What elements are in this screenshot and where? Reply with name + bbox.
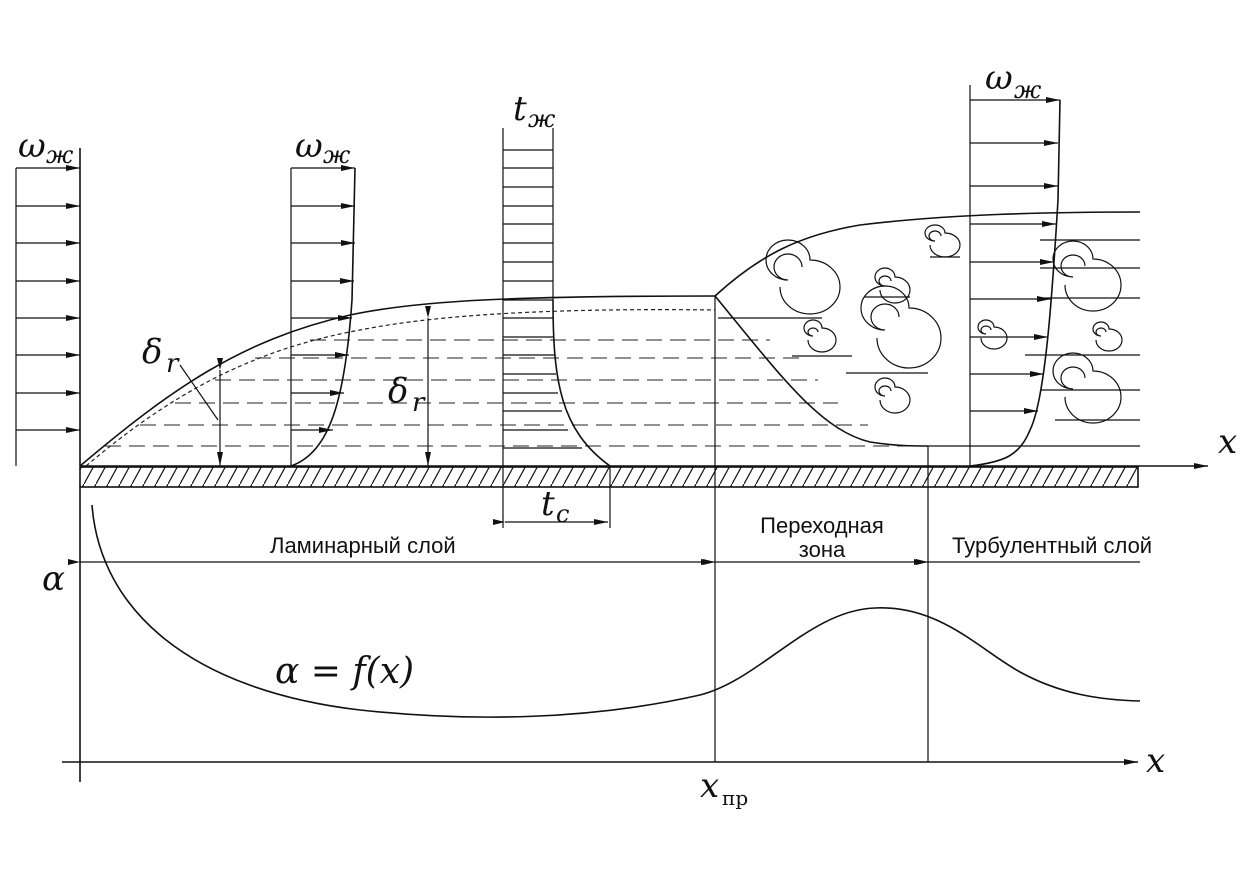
- transition-region-edges: [714, 211, 1141, 447]
- omega-label-2: ω ж: [295, 126, 351, 169]
- t-liquid-label: t ж: [513, 89, 556, 133]
- svg-text:δ: δ: [388, 371, 408, 411]
- eddy-symbols: [765, 224, 1123, 424]
- svg-text:ж: ж: [323, 141, 351, 169]
- lower-axes: [62, 487, 1138, 782]
- svg-text:ω: ω: [295, 126, 323, 166]
- t-wall-label: t с: [541, 484, 569, 528]
- laminar-velocity-profile: [290, 165, 356, 467]
- svg-text:t: t: [541, 484, 555, 524]
- transition-zone-label-1: Переходная: [760, 513, 884, 538]
- svg-text:ω: ω: [18, 126, 46, 166]
- omega-label-3: ω ж: [985, 58, 1042, 104]
- temperature-profile: [493, 128, 611, 528]
- inlet-velocity-profile: [15, 148, 81, 466]
- svg-text:ω: ω: [985, 58, 1013, 98]
- svg-text:r: r: [412, 388, 426, 418]
- svg-text:δ: δ: [142, 332, 162, 372]
- svg-text:с: с: [556, 500, 569, 528]
- laminar-streamlines: [105, 339, 940, 447]
- turbulent-streamlines: [718, 239, 1140, 447]
- alpha-equation: α = f(x): [275, 651, 414, 692]
- laminar-layer-label: Ламинарный слой: [270, 533, 456, 558]
- thermal-layer-edge: [85, 309, 716, 467]
- svg-text:ж: ж: [528, 105, 556, 133]
- turbulent-velocity-profile: [969, 85, 1061, 467]
- wall-plate: [79, 466, 1139, 488]
- x-pr-label: x пр: [700, 766, 748, 810]
- svg-text:x: x: [700, 766, 719, 806]
- alpha-curve: [91, 504, 1141, 718]
- svg-text:r: r: [166, 349, 180, 379]
- delta-label-1: δ r: [142, 332, 180, 379]
- turbulent-layer-label: Турбулентный слой: [952, 533, 1152, 558]
- alpha-axis-label: α: [42, 559, 65, 599]
- delta-marker-1: [179, 358, 223, 466]
- lower-x-label: x: [1146, 741, 1165, 781]
- region-dividers: [714, 296, 929, 762]
- upper-x-label: x: [1218, 422, 1237, 462]
- svg-text:ж: ж: [46, 141, 74, 169]
- omega-label-1: ω ж: [18, 126, 74, 169]
- transition-zone-label-2: зона: [799, 537, 846, 562]
- svg-text:t: t: [513, 89, 527, 129]
- svg-text:пр: пр: [722, 786, 748, 810]
- delta-label-2: δ r: [388, 371, 426, 418]
- svg-text:ж: ж: [1014, 76, 1042, 104]
